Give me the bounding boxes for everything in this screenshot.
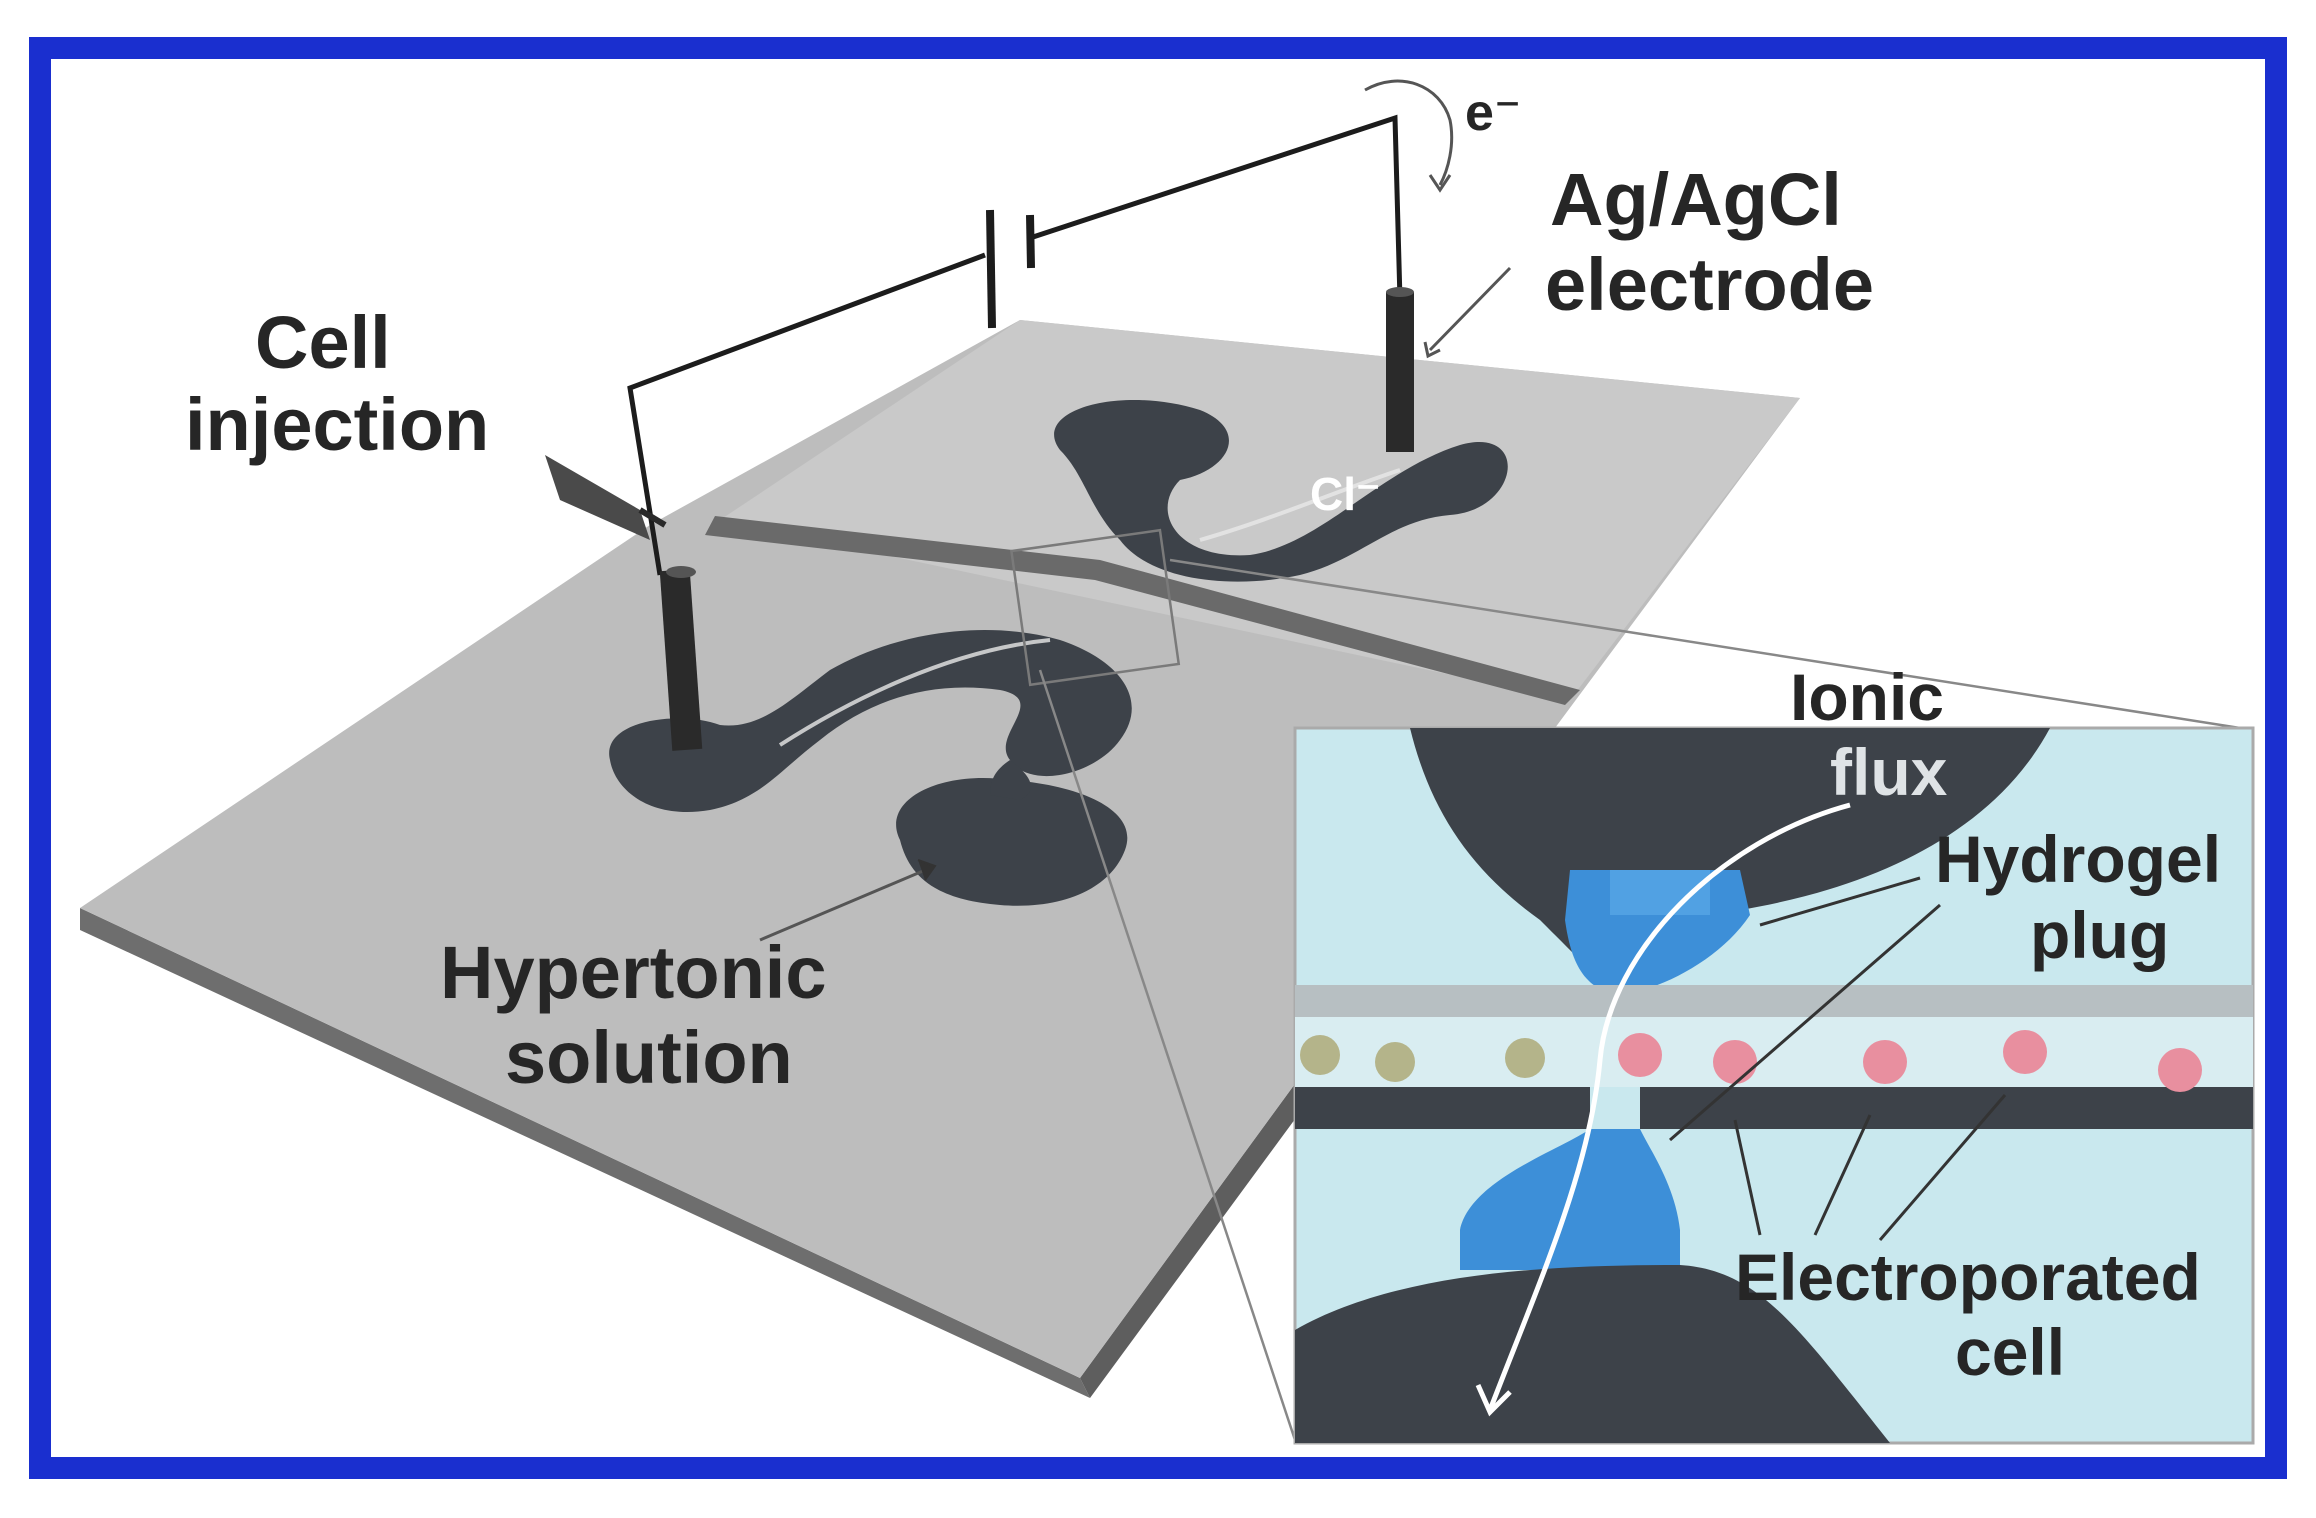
zoom-region-box [1009,528,1181,687]
cell-green [1300,1035,1340,1075]
chip-upper-layer [720,320,1800,700]
battery-symbol-icon [986,209,1035,329]
electrode-label-line2: electrode [1545,243,1874,326]
cell-green [1375,1042,1415,1082]
chip-front-edge [80,908,1090,1398]
upper-channel [1054,399,1508,582]
cell-red [2158,1048,2202,1092]
bottom-channel-chamber [1295,1265,1890,1443]
electroporated-label-line2: cell [1955,1315,2065,1389]
zoom-line-top [1169,558,2241,730]
flow-line-lower [778,638,1051,747]
hydrogel-label-line2: plug [2030,898,2169,972]
pore-gap [1590,1087,1640,1129]
circuit [545,79,1454,751]
inset-zoom-panel [1293,726,2255,1445]
cell-green [1505,1038,1545,1078]
electrode-leader [1428,266,1512,352]
hypertonic-leader [759,866,931,942]
hypertonic-reservoir [896,778,1128,906]
injection-needle [545,455,650,540]
cell-leader-3 [1878,1094,2007,1241]
reservoir-connector [990,760,1031,800]
separation-channel [705,516,1580,705]
electrode-rod-icon [1386,287,1414,452]
chloride-label: Cl⁻ [1310,468,1380,520]
wire-right [1029,114,1403,301]
cell-red [1863,1040,1907,1084]
ionic-flux-label-line1: Ionic [1790,660,1944,734]
electroporated-label-line1: Electroporated [1735,1240,2201,1314]
cell-channel [1295,1017,2253,1087]
flow-line-upper [1199,468,1401,542]
cell-red [2003,1030,2047,1074]
cell-leader-2 [1813,1114,1872,1236]
membrane-band-upper [1295,985,2253,1017]
lower-channel [609,630,1132,812]
membrane-band-lower [1295,1087,2253,1129]
hypertonic-label-line1: Hypertonic [440,931,827,1014]
electrode-label-line1: Ag/AgCl [1550,158,1842,241]
electrode-rod-icon [659,566,703,751]
cell-injection-label-line1: Cell [255,301,391,384]
electron-label: e⁻ [1465,84,1521,142]
cells-row [1300,1030,2202,1092]
cell-red [1618,1033,1662,1077]
cell-injection-label-line2: injection [185,383,489,466]
ionic-flux-arrow-icon [1487,802,1851,1411]
zoom-line-bottom [1038,669,1297,1441]
microfluidic-channels [609,399,1508,906]
cell-leader-1 [1733,1119,1762,1236]
hydrogel-leader-top [1759,876,1921,927]
hydrogel-leader-bottom [1669,903,1941,1142]
cell-red [1713,1040,1757,1084]
ionic-flux-label-line2: flux [1830,735,1948,809]
hydrogel-label-line1: Hydrogel [1935,822,2221,896]
electron-flow-arrow [1364,79,1454,186]
hypertonic-label-line2: solution [505,1016,793,1099]
